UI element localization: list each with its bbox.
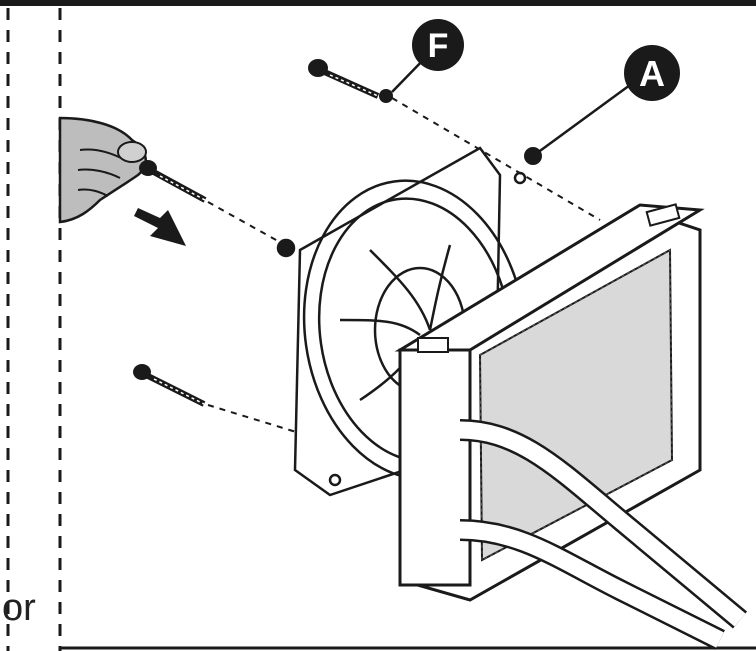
screw-icon-top <box>308 59 393 103</box>
callout-f: F <box>391 19 464 93</box>
screw-icon <box>139 160 207 203</box>
callout-a: A <box>524 45 680 165</box>
side-text-or: or <box>2 587 36 629</box>
hand-glove-icon <box>58 116 147 224</box>
callout-f-label: F <box>428 27 449 65</box>
callout-a-label: A <box>639 53 665 94</box>
top-border <box>0 0 756 6</box>
screw-icon-bottom <box>133 364 206 407</box>
screwdriver-arrow-icon <box>134 208 186 246</box>
radiator-icon <box>394 203 748 650</box>
